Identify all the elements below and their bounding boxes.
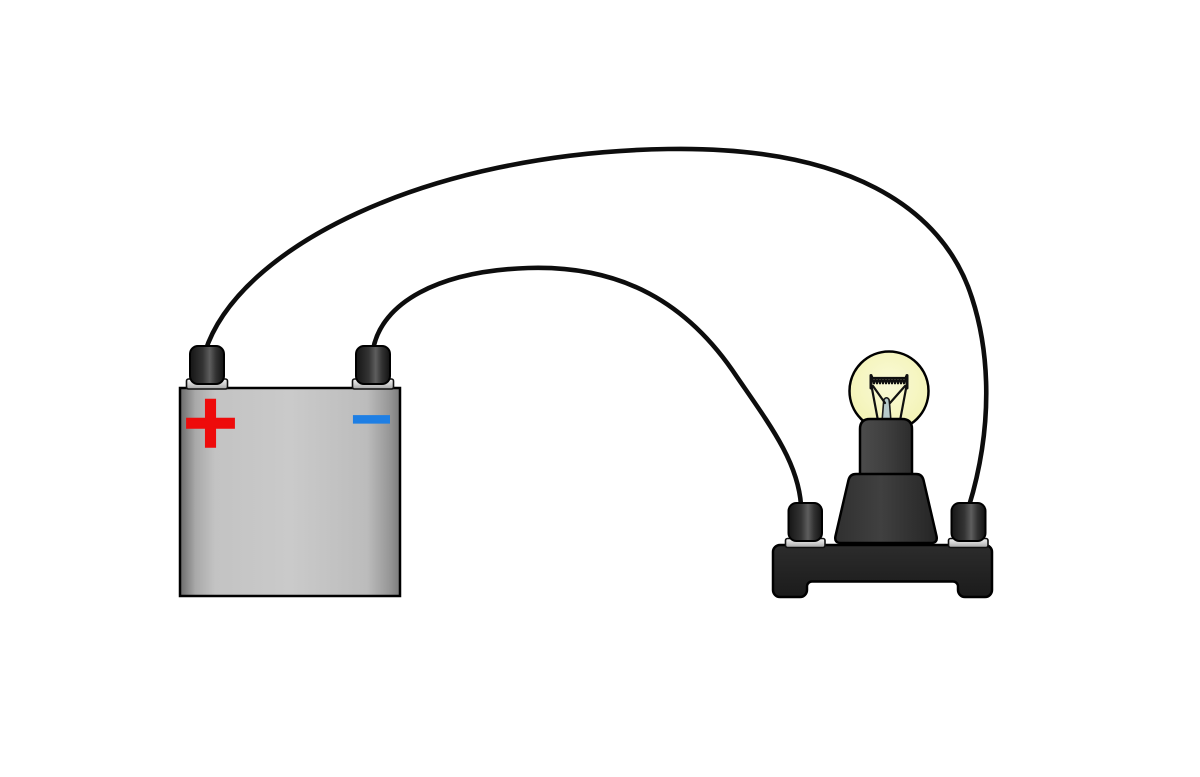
filament-support-outer-right xyxy=(899,384,908,420)
bulb-holder[interactable] xyxy=(771,350,994,599)
filament-support-outer-left xyxy=(870,384,879,420)
terminal-cap xyxy=(355,345,391,385)
bulb-socket-cone xyxy=(834,472,938,545)
filament-coil-zigzag xyxy=(870,375,908,385)
battery-negative-label: − xyxy=(348,386,395,451)
bulb-holder-left-post xyxy=(784,502,826,549)
filament-support-inner-left xyxy=(871,384,887,405)
bulb-holder-right-post xyxy=(947,502,989,549)
terminal-cap xyxy=(189,345,225,385)
wire-positive-to-bulb[interactable] xyxy=(202,146,989,509)
filament-coil xyxy=(869,374,909,390)
bulb-socket-neck xyxy=(858,417,914,478)
battery-positive-label: + xyxy=(179,379,241,465)
filament-supports xyxy=(870,384,908,420)
wires xyxy=(202,146,989,509)
battery-negative-terminal xyxy=(351,345,395,390)
post-cap xyxy=(787,502,823,542)
battery-positive-terminal xyxy=(185,345,229,390)
post-cap xyxy=(950,502,987,542)
battery[interactable]: + − xyxy=(178,345,402,598)
filament-support-inner-right xyxy=(888,384,907,405)
bulb-holder-base xyxy=(771,543,994,599)
battery-body xyxy=(178,386,402,598)
wire-negative-to-bulb[interactable] xyxy=(370,265,804,508)
